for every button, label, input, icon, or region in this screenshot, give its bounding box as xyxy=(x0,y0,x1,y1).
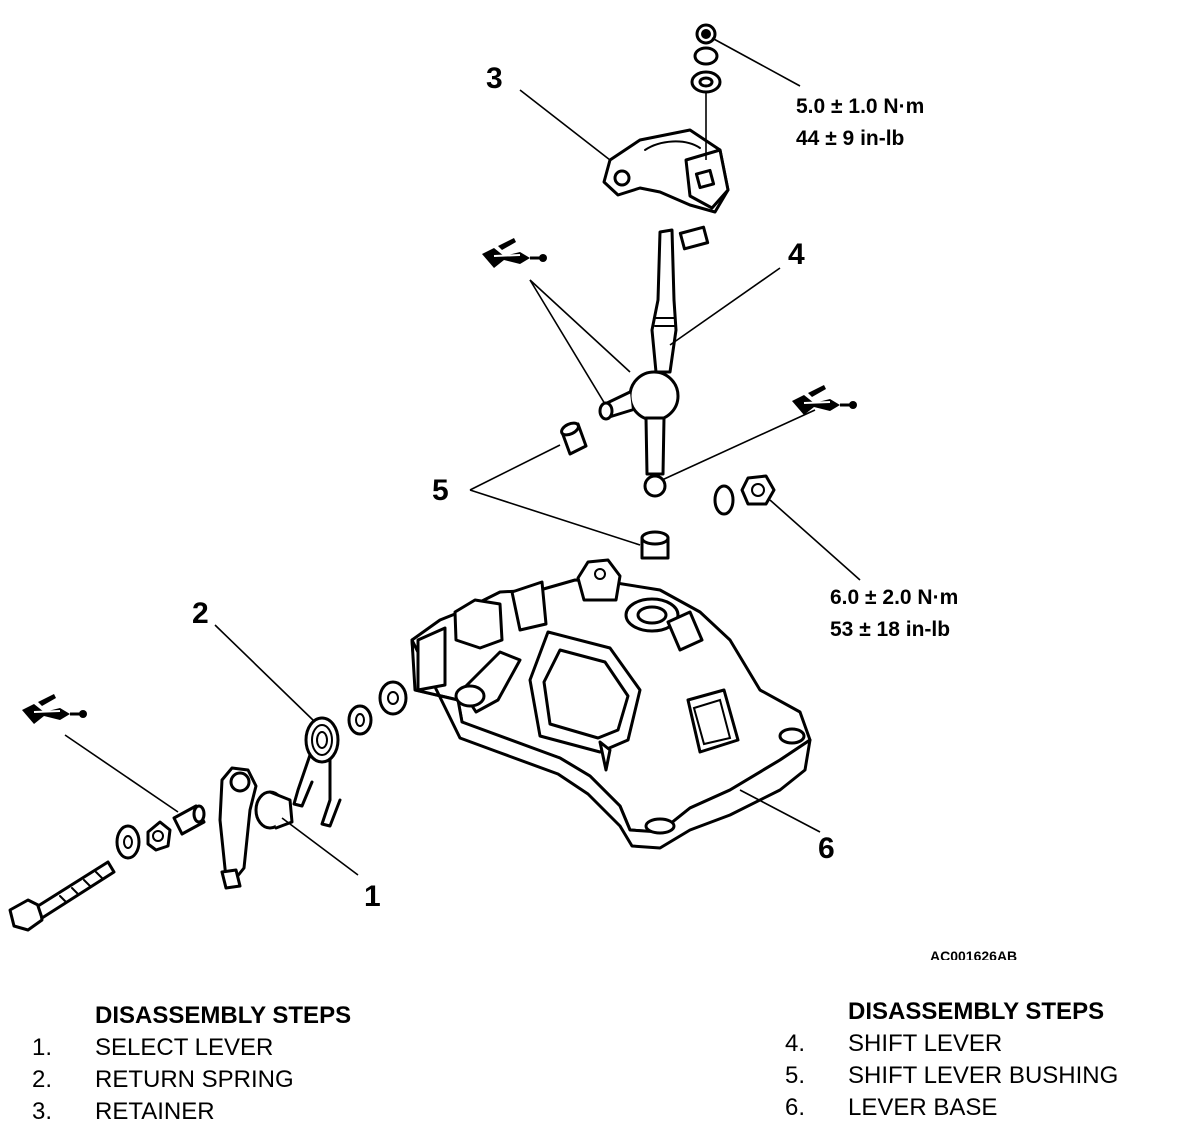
figure-id: AC001626AB xyxy=(930,948,1017,960)
callout-4: 4 xyxy=(788,238,805,271)
torque-spec-metric: 5.0 ± 1.0 N·m xyxy=(796,95,924,118)
step-number: 2. xyxy=(32,1066,53,1093)
retainer-part xyxy=(602,128,730,214)
select-lever-part xyxy=(218,766,294,890)
step-label: RETURN SPRING xyxy=(95,1066,294,1093)
torque-spec-imperial: 44 ± 9 in-lb xyxy=(796,127,904,150)
torque-spec-imperial: 53 ± 18 in-lb xyxy=(830,618,950,641)
callout-5: 5 xyxy=(432,474,449,507)
grease-gun-icon xyxy=(20,692,89,726)
step-label: RETAINER xyxy=(95,1098,215,1125)
list-item: 2. RETURN SPRING xyxy=(32,1064,351,1096)
disassembly-steps-left: DISASSEMBLY STEPS 1. SELECT LEVER 2. RET… xyxy=(32,1000,351,1128)
leader-lines xyxy=(64,37,861,876)
spring-washers xyxy=(347,680,408,736)
list-item: 3. RETAINER xyxy=(32,1096,351,1128)
list-item: 5. SHIFT LEVER BUSHING xyxy=(785,1060,1118,1092)
list-item: 1. SELECT LEVER xyxy=(32,1032,351,1064)
step-label: SHIFT LEVER BUSHING xyxy=(848,1062,1119,1089)
pivot-bolt xyxy=(8,860,116,932)
step-label: SELECT LEVER xyxy=(95,1034,274,1061)
bolt-washers xyxy=(115,820,172,860)
callout-1: 1 xyxy=(364,880,381,913)
return-spring-part xyxy=(292,716,342,828)
step-number: 5. xyxy=(785,1062,806,1089)
shift-lever-bushing-part xyxy=(560,421,670,560)
step-number: 4. xyxy=(785,1030,806,1057)
callout-3: 3 xyxy=(486,62,503,95)
right-nut-washer xyxy=(713,474,776,516)
step-number: 1. xyxy=(32,1034,53,1061)
step-label: LEVER BASE xyxy=(848,1094,998,1121)
lever-base-part xyxy=(410,558,812,850)
select-bushing xyxy=(172,804,206,836)
torque-spec-metric: 6.0 ± 2.0 N·m xyxy=(830,586,958,609)
grease-gun-icon xyxy=(480,236,549,270)
shift-clip xyxy=(678,225,710,251)
exploded-view-diagram: 1 2 3 4 5 6 5.0 ± 1.0 N·m 44 ± 9 in-lb 6… xyxy=(8,23,1017,960)
step-label: SHIFT LEVER xyxy=(848,1030,1003,1057)
list-item: 6. LEVER BASE xyxy=(785,1092,1118,1124)
steps-title: DISASSEMBLY STEPS xyxy=(95,1002,352,1029)
washer-stack xyxy=(690,23,722,94)
list-item: 4. SHIFT LEVER xyxy=(785,1028,1118,1060)
step-number: 6. xyxy=(785,1094,806,1121)
shift-lever-part xyxy=(598,228,680,498)
callout-6: 6 xyxy=(818,832,835,865)
step-number: 3. xyxy=(32,1098,53,1125)
disassembly-steps-right: DISASSEMBLY STEPS 4. SHIFT LEVER 5. SHIF… xyxy=(785,996,1118,1124)
callout-2: 2 xyxy=(192,597,209,630)
grease-gun-icon xyxy=(790,383,859,417)
steps-title: DISASSEMBLY STEPS xyxy=(848,998,1105,1025)
